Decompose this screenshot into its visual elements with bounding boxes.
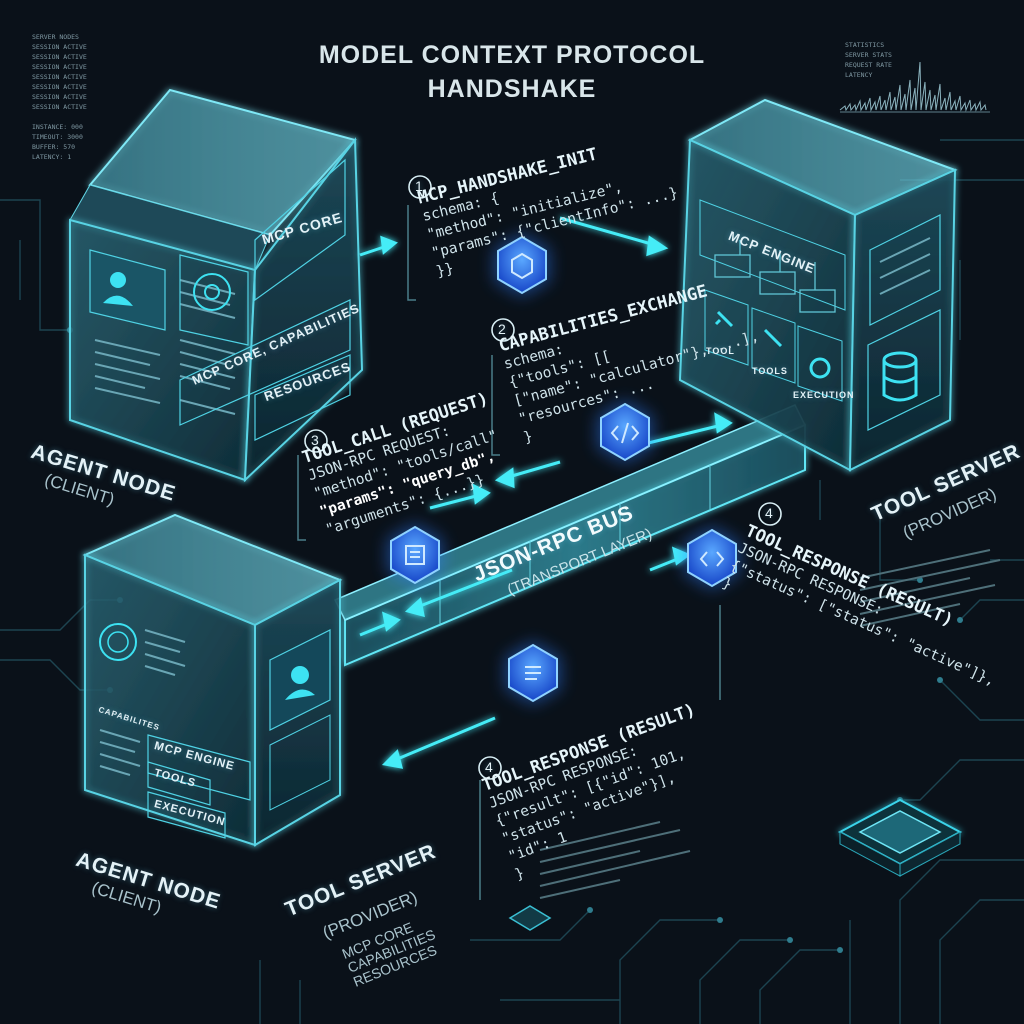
log-line: SERVER NODES <box>32 32 87 42</box>
processor-chip <box>840 800 960 876</box>
agent-node-bottom <box>85 515 340 845</box>
step-1-number: 1 <box>415 178 424 194</box>
log-line: BUFFER: 570 <box>32 142 87 152</box>
log-line: SESSION ACTIVE <box>32 92 87 102</box>
log-line: LATENCY: 1 <box>32 152 87 162</box>
step-4b-number: 4 <box>485 759 494 775</box>
step-3-number: 3 <box>311 432 320 448</box>
panel-execution-top: EXECUTION <box>793 390 855 400</box>
step-4a-number: 4 <box>765 505 774 521</box>
agent-node-top <box>70 90 362 480</box>
step-2-number: 2 <box>498 321 507 337</box>
log-line: SESSION ACTIVE <box>32 62 87 72</box>
log-line: SESSION ACTIVE <box>32 82 87 92</box>
small-chip <box>510 906 550 930</box>
chart-label: SERVER STATS <box>845 50 892 60</box>
log-line: INSTANCE: 000 <box>32 122 87 132</box>
log-line: TIMEOUT: 3000 <box>32 132 87 142</box>
packet-hexagon-5 <box>505 641 561 705</box>
chart-label: REQUEST RATE <box>845 60 892 70</box>
log-line: SESSION ACTIVE <box>32 52 87 62</box>
log-line: SESSION ACTIVE <box>32 72 87 82</box>
log-line <box>32 112 87 122</box>
log-line: SESSION ACTIVE <box>32 42 87 52</box>
log-line: SESSION ACTIVE <box>32 102 87 112</box>
chart-label: LATENCY <box>845 70 892 80</box>
chart-label: STATISTICS <box>845 40 892 50</box>
